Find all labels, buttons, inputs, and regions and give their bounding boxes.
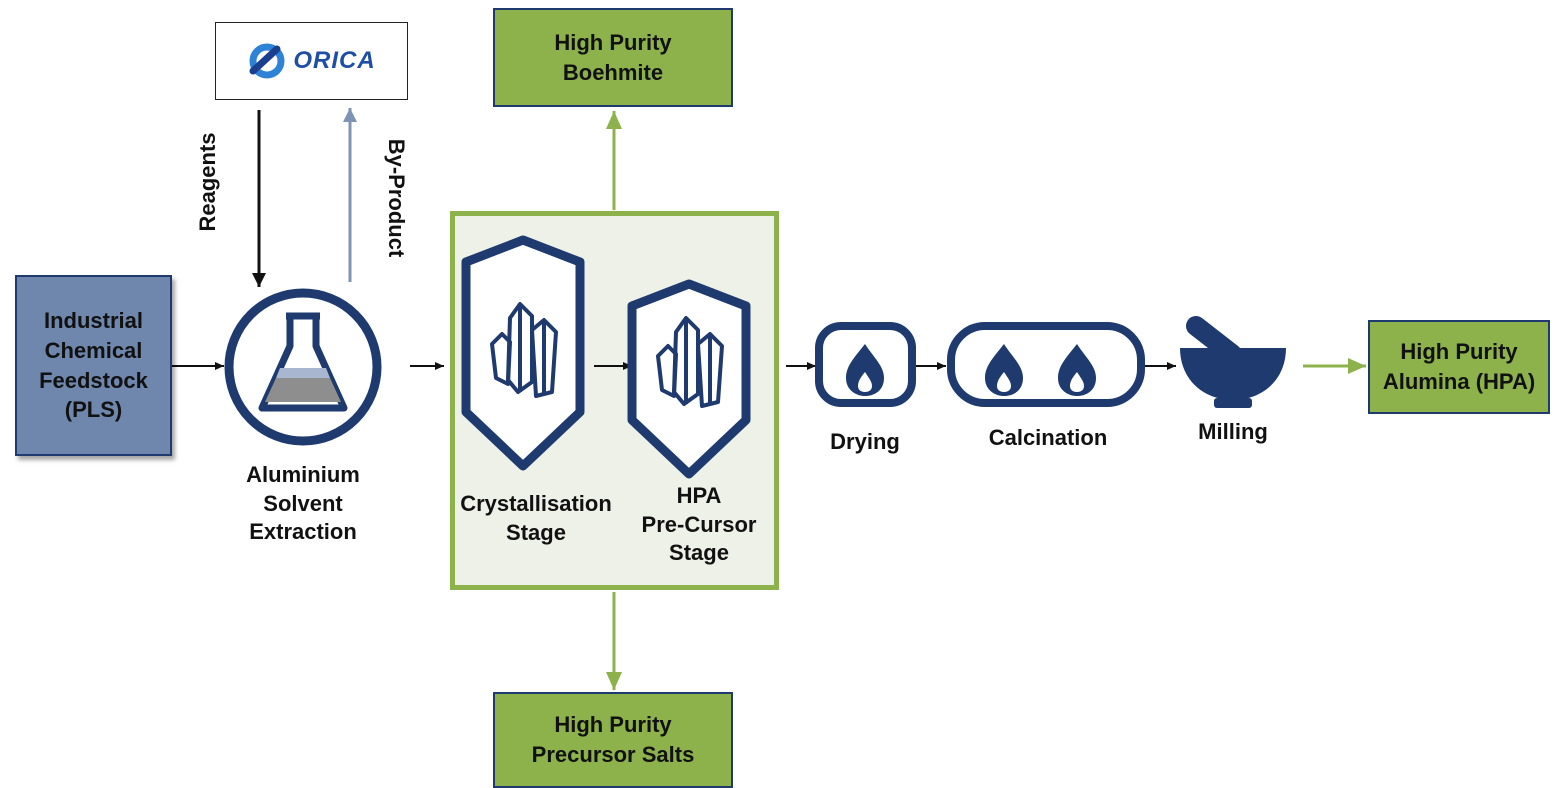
drying-kiln-icon	[815, 322, 916, 407]
drying-label: Drying	[830, 429, 900, 454]
orica-logo: ORICA	[215, 22, 408, 100]
orica-logo-text: ORICA	[293, 47, 376, 74]
calcination-label: Calcination	[988, 425, 1108, 450]
calcination-kiln-icon	[947, 322, 1145, 407]
hpa-output-box: High Purity Alumina (HPA)	[1368, 320, 1550, 414]
orica-logo-icon	[249, 43, 285, 79]
mortar-pestle-icon	[1180, 316, 1286, 408]
solvent-extraction-label: Aluminium Solvent Extraction	[246, 462, 360, 545]
by-product-label: By-Product	[384, 138, 409, 258]
milling-label: Milling	[1198, 419, 1268, 444]
crystallisation-crystal-icon	[461, 235, 585, 471]
precursor-salts-output-box: High Purity Precursor Salts	[493, 692, 733, 788]
boehmite-output-box: High Purity Boehmite	[493, 8, 733, 107]
reagents-label: Reagents	[195, 132, 220, 232]
feedstock-box: Industrial Chemical Feedstock (PLS)	[15, 275, 172, 456]
precursor-crystal-icon	[627, 279, 751, 479]
precursor-stage-label: HPA Pre-Cursor Stage	[641, 483, 757, 566]
crystallisation-label: Crystallisation Stage	[460, 491, 612, 545]
flask-icon	[224, 288, 382, 446]
